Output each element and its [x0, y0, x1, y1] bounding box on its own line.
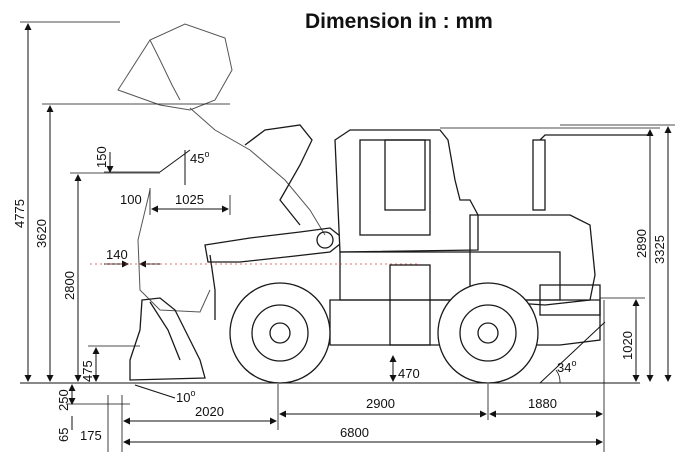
- dim-label-6800: 6800: [340, 425, 369, 440]
- dim-label-1020: 1020: [620, 331, 635, 360]
- rear-wheel: [437, 282, 539, 384]
- dim-2890: 2890: [440, 127, 660, 382]
- dim-label-34: 34o: [557, 358, 576, 375]
- dim-label-2020: 2020: [195, 404, 224, 419]
- dim-label-65: 65: [56, 428, 71, 442]
- dump-angle: 45o: [159, 149, 209, 185]
- rollback-angle: 10o: [134, 384, 195, 405]
- dim-label-140: 140: [106, 247, 128, 262]
- dim-470: 470: [389, 355, 420, 382]
- dim-1880: 1880: [489, 300, 605, 452]
- dim-label-45: 45o: [190, 149, 209, 166]
- raised-bucket-outline: [117, 23, 326, 313]
- dim-label-10: 10o: [176, 388, 195, 405]
- dim-label-100: 100: [120, 192, 142, 207]
- dim-label-2800: 2800: [62, 271, 77, 300]
- dim-475: 475: [80, 345, 140, 382]
- dim-label-4775: 4775: [12, 199, 27, 228]
- dim-label-470: 470: [398, 366, 420, 381]
- dim-label-475: 475: [80, 360, 95, 382]
- dim-label-1880: 1880: [528, 396, 557, 411]
- dim-2020: 2020: [123, 384, 279, 430]
- dim-2800: 2800: [62, 172, 160, 382]
- dim-100-1025: 100 1025: [120, 188, 231, 215]
- front-wheel: [229, 282, 331, 384]
- dim-6800: 6800: [123, 425, 603, 446]
- dim-4775: 4775: [12, 21, 120, 382]
- dim-label-175: 175: [80, 428, 102, 443]
- dim-label-150: 150: [94, 146, 109, 168]
- dim-label-2900: 2900: [366, 396, 395, 411]
- dim-140: 140: [90, 247, 420, 268]
- dim-3325: 3325: [560, 124, 675, 382]
- dim-label-3325: 3325: [652, 235, 667, 264]
- dim-150: 150: [94, 146, 160, 173]
- diagram-title: Dimension in : mm: [305, 10, 493, 33]
- bucket: [129, 297, 206, 381]
- dim-1020: 1020: [600, 297, 645, 382]
- departure-angle: 34o: [539, 321, 606, 384]
- dim-label-1025: 1025: [175, 192, 204, 207]
- dim-label-250: 250: [56, 389, 71, 411]
- dim-label-3620: 3620: [34, 219, 49, 248]
- dim-250-65-175: 250 65 175: [56, 384, 130, 452]
- loader-arm: [204, 124, 347, 320]
- dim-3620: 3620: [34, 103, 230, 382]
- dim-2900: 2900: [279, 384, 489, 420]
- dim-label-2890: 2890: [634, 229, 649, 258]
